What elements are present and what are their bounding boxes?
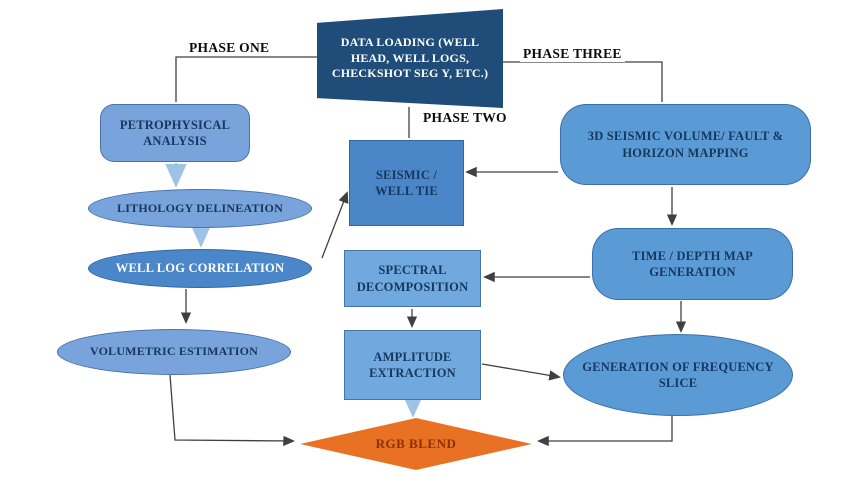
connector-volumetric-to-rgbblend-arrow: [169, 374, 295, 447]
connector-dataloading-to-3dseismic: [503, 61, 663, 102]
node-lithology-delineation-label: LITHOLOGY DELINEATION: [117, 200, 283, 215]
connector-freqslice-to-rgbblend-arrow: [537, 416, 673, 447]
connector-dataloading-to-petrophysical: [175, 56, 318, 102]
node-amplitude-extraction: AMPLITUDE EXTRACTION: [344, 330, 481, 400]
node-spectral-decomposition: SPECTRAL DECOMPOSITION: [344, 250, 481, 307]
phase-one-label: PHASE ONE: [186, 40, 273, 56]
node-seismic-well-tie: SEISMIC / WELL TIE: [349, 140, 464, 226]
connector-welllog-to-seismictie-arrow: [321, 191, 349, 259]
node-data-loading-label: DATA LOADING (WELL HEAD, WELL LOGS, CHEC…: [331, 35, 489, 81]
node-rgb-blend-label: RGB BLEND: [375, 435, 457, 451]
phase-two-label: PHASE TWO: [420, 110, 510, 126]
node-time-depth-map-generation-label: TIME / DEPTH MAP GENERATION: [632, 248, 753, 279]
node-time-depth-map-generation: TIME / DEPTH MAP GENERATION: [592, 228, 793, 300]
node-volumetric-estimation-label: VOLUMETRIC ESTIMATION: [89, 344, 259, 359]
node-generation-of-frequency-slice: GENERATION OF FREQUENCY SLICE: [563, 334, 793, 416]
phase-three-label: PHASE THREE: [520, 46, 625, 62]
node-well-log-correlation-label: WELL LOG CORRELATION: [115, 261, 285, 276]
node-3d-seismic-volume-mapping-label: 3D SEISMIC VOLUME/ FAULT & HORIZON MAPPI…: [587, 129, 784, 160]
node-well-log-correlation: WELL LOG CORRELATION: [88, 249, 312, 288]
node-data-loading: DATA LOADING (WELL HEAD, WELL LOGS, CHEC…: [317, 9, 503, 108]
node-petrophysical-analysis: PETROPHYSICAL ANALYSIS: [100, 104, 250, 162]
node-generation-of-frequency-slice-label: GENERATION OF FREQUENCY SLICE: [582, 359, 774, 390]
node-3d-seismic-volume-mapping: 3D SEISMIC VOLUME/ FAULT & HORIZON MAPPI…: [560, 104, 811, 185]
node-seismic-well-tie-label: SEISMIC / WELL TIE: [375, 167, 438, 198]
node-spectral-decomposition-label: SPECTRAL DECOMPOSITION: [356, 263, 469, 294]
node-amplitude-extraction-label: AMPLITUDE EXTRACTION: [369, 349, 456, 380]
node-lithology-delineation: LITHOLOGY DELINEATION: [88, 189, 312, 228]
node-petrophysical-analysis-label: PETROPHYSICAL ANALYSIS: [119, 117, 231, 148]
node-volumetric-estimation: VOLUMETRIC ESTIMATION: [57, 329, 291, 375]
connector-amplitude-to-freqslice-arrow: [481, 363, 561, 381]
